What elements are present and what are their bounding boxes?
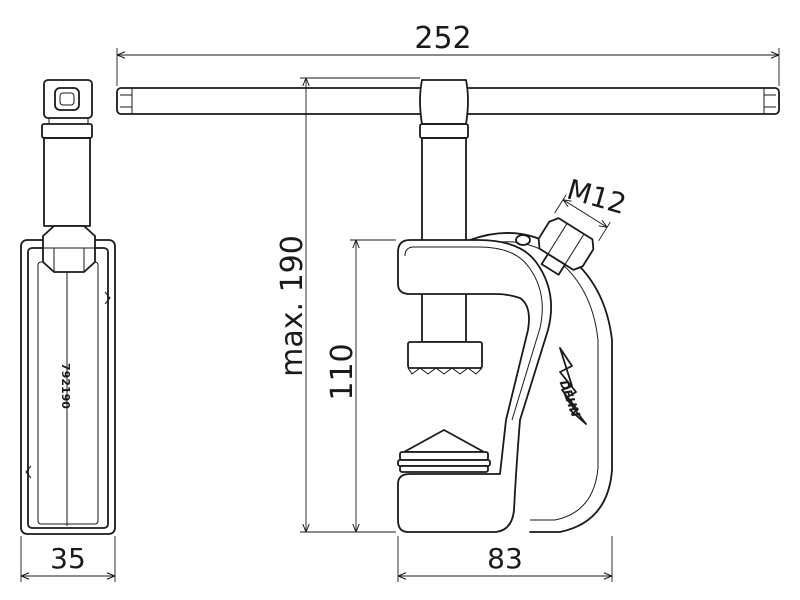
side-spindle: [43, 137, 91, 227]
dim-clamp-height: 110: [325, 343, 360, 400]
side-spindle-collar: [41, 123, 93, 139]
dimension-lines: 252 max. 190 110 M12 35 83: [20, 21, 780, 582]
part-number: 792190: [59, 363, 72, 409]
brand-logo: DEHN: [557, 378, 583, 419]
cone-contact: [403, 429, 485, 453]
side-handle-eye: [43, 79, 93, 119]
m12-hex-bolt: [537, 217, 595, 276]
front-view: DEHN: [116, 79, 780, 533]
lightning-logo-icon: [559, 347, 587, 425]
dim-total-width: 252: [414, 21, 471, 56]
t-handle-hub: [419, 79, 469, 125]
dim-thread: M12: [563, 173, 630, 221]
dim-max-height: max. 190: [275, 235, 310, 377]
dim-side-width: 35: [50, 542, 86, 575]
side-hex-nut: [42, 225, 96, 273]
dim-jaw-width: 83: [487, 542, 523, 575]
side-view: 792190: [20, 79, 116, 535]
clamp-frame: [397, 239, 553, 533]
upper-pressure-pad: [407, 341, 483, 369]
